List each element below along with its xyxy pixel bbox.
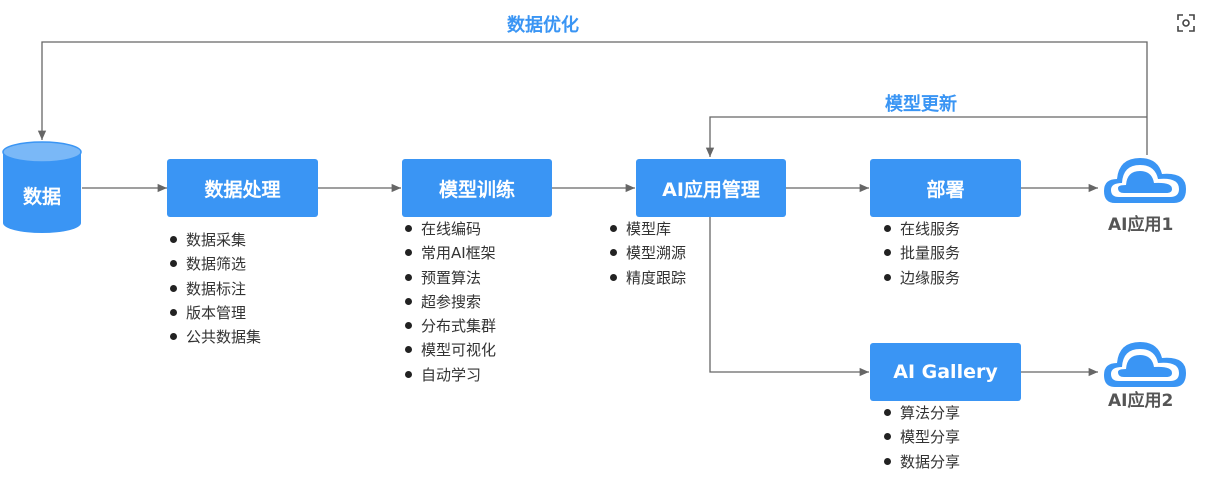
list-item: 公共数据集 [170,325,261,349]
list-item: 模型溯源 [610,241,686,265]
list-item: 数据筛选 [170,252,261,276]
cloud-icon [1104,158,1186,203]
model-update-label: 模型更新 [885,94,957,115]
data-optimization-loop-line [37,41,1148,155]
model-training-box[interactable]: 模型训练 [402,159,552,217]
list-item: 常用AI框架 [405,241,496,265]
list-item: 分布式集群 [405,314,496,338]
ai-gallery-features: 算法分享 模型分享 数据分享 [884,401,960,474]
list-item: 算法分享 [884,401,960,425]
ai-app-management-features: 模型库 模型溯源 精度跟踪 [610,217,686,290]
model-update-loop-line [705,116,1147,157]
list-item: 数据采集 [170,228,261,252]
list-item: 在线服务 [884,217,960,241]
deployment-features: 在线服务 批量服务 边缘服务 [884,217,960,290]
list-item: 精度跟踪 [610,266,686,290]
ai-gallery-box[interactable]: AI Gallery [870,343,1021,401]
list-item: 边缘服务 [884,266,960,290]
list-item: 超参搜索 [405,290,496,314]
list-item: 自动学习 [405,363,496,387]
list-item: 模型可视化 [405,338,496,362]
data-optimization-label: 数据优化 [507,15,579,36]
model-training-features: 在线编码 常用AI框架 预置算法 超参搜索 分布式集群 模型可视化 自动学习 [405,217,496,387]
list-item: 预置算法 [405,266,496,290]
cloud-icon [1104,342,1186,387]
deployment-box[interactable]: 部署 [870,159,1021,217]
database-cylinder-icon [2,141,82,233]
list-item: 模型分享 [884,425,960,449]
list-item: 模型库 [610,217,686,241]
data-processing-box[interactable]: 数据处理 [167,159,318,217]
ai-app-1-label: AI应用1 [1108,215,1174,235]
list-item: 数据分享 [884,450,960,474]
ai-app-2-label: AI应用2 [1108,391,1174,411]
list-item: 批量服务 [884,241,960,265]
data-processing-features: 数据采集 数据筛选 数据标注 版本管理 公共数据集 [170,228,261,349]
ai-app-management-box[interactable]: AI应用管理 [636,159,786,217]
list-item: 版本管理 [170,301,261,325]
list-item: 数据标注 [170,277,261,301]
screenshot-focus-icon[interactable] [1175,12,1197,34]
arrow-management-to-gallery [709,217,869,377]
list-item: 在线编码 [405,217,496,241]
data-source-label: 数据 [23,186,62,208]
